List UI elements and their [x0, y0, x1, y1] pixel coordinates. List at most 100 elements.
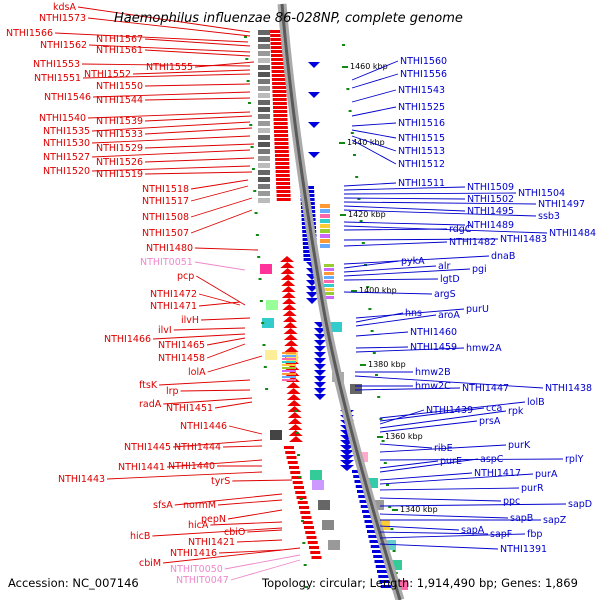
- gene-label-tyrs: tyrS: [211, 476, 230, 487]
- gene-block: [377, 570, 389, 573]
- minor-tick: [251, 168, 255, 170]
- leader-line: [355, 346, 409, 349]
- gene-block: [258, 100, 270, 105]
- gene-label-nthi1512: NTHI1512: [398, 159, 445, 170]
- minor-tick: [257, 256, 261, 258]
- gene-label-nthi1459: NTHI1459: [410, 342, 457, 353]
- reverse-gene-arrow: [306, 286, 318, 292]
- gene-label-nthi1446: NTHI1446: [180, 421, 227, 432]
- gene-label-purk: purK: [508, 440, 531, 451]
- gene-block: [262, 318, 274, 328]
- gene-block: [324, 268, 334, 271]
- minor-tick: [250, 146, 254, 148]
- tick-mark: [342, 66, 348, 68]
- gene-block: [272, 86, 287, 89]
- minor-tick: [295, 432, 299, 434]
- minor-tick: [247, 102, 251, 104]
- gene-label-nthi1439: NTHI1439: [426, 405, 473, 416]
- leader-line: [55, 32, 249, 43]
- gene-block: [276, 190, 291, 193]
- minor-tick: [298, 476, 302, 478]
- gene-block: [318, 500, 330, 510]
- reverse-gene-arrow: [314, 376, 326, 382]
- gene-block: [274, 130, 288, 133]
- gene-label-sapd: sapD: [568, 499, 592, 510]
- gene-block: [258, 44, 270, 49]
- forward-gene-arrow: [288, 424, 303, 430]
- gene-block: [273, 114, 288, 117]
- leader-line: [190, 209, 253, 234]
- gene-block: [258, 128, 270, 133]
- tick-label: 1400 kbp: [359, 286, 397, 295]
- gene-label-pure: purE: [440, 456, 462, 467]
- gene-block: [258, 58, 270, 63]
- leader-line: [343, 265, 437, 273]
- tick-mark: [377, 436, 383, 438]
- gene-label-nthit0051: NTHIT0051: [140, 257, 193, 268]
- minor-tick: [386, 484, 389, 486]
- gene-block: [274, 154, 289, 157]
- gene-label-sapa: sapA: [461, 525, 485, 536]
- gene-label-nthit0050: NTHIT0050: [170, 564, 223, 575]
- gene-block: [274, 150, 289, 153]
- gene-block: [258, 51, 270, 56]
- gene-label-rdgc: rdgC: [449, 224, 472, 235]
- reverse-gene-arrow: [314, 358, 326, 364]
- leader-line: [343, 241, 448, 247]
- gene-label-lola: lolA: [188, 367, 206, 378]
- gene-label-nthi1533: NTHI1533: [96, 129, 143, 140]
- gene-label-nthi1489: NTHI1489: [467, 220, 514, 231]
- gene-label-alr: alr: [438, 261, 450, 272]
- leader-line: [145, 83, 251, 87]
- leader-line: [224, 554, 301, 570]
- leader-line: [195, 247, 259, 251]
- gene-block: [330, 322, 342, 332]
- minor-tick: [297, 454, 301, 456]
- gene-label-hmw2b: hmw2B: [415, 367, 451, 378]
- leader-line: [77, 6, 251, 33]
- gene-block: [367, 530, 379, 533]
- forward-gene-arrow: [286, 394, 301, 400]
- gene-label-nthi1502: NTHI1502: [467, 194, 514, 205]
- gene-block: [271, 66, 286, 69]
- gene-block: [294, 486, 304, 489]
- gene-block: [258, 72, 270, 77]
- forward-gene-arrow: [286, 388, 301, 394]
- leader-line: [343, 197, 466, 200]
- gene-label-sapb: sapB: [510, 513, 533, 524]
- gene-label-pyka: pykA: [401, 256, 425, 267]
- gene-block: [320, 234, 330, 238]
- minor-tick: [346, 88, 350, 90]
- gene-block: [258, 163, 270, 168]
- forward-gene-arrow: [281, 292, 296, 298]
- minor-tick: [350, 132, 354, 134]
- gene-block: [258, 177, 270, 182]
- leader-line: [379, 410, 507, 429]
- gene-label-aroa: aroA: [438, 310, 460, 321]
- gene-block: [272, 94, 287, 97]
- minor-tick: [303, 564, 307, 566]
- gene-block: [320, 209, 330, 213]
- gene-label-hmw2a: hmw2A: [466, 343, 502, 354]
- leader-line: [227, 509, 283, 520]
- gene-label-nthit0047: NTHIT0047: [176, 575, 229, 586]
- gene-block: [270, 42, 285, 45]
- gene-label-nthi1471: NTHI1471: [150, 301, 197, 312]
- leader-line: [195, 61, 255, 68]
- leader-line: [351, 106, 397, 117]
- gene-label-hica: hicA: [188, 520, 209, 531]
- gene-block: [273, 118, 288, 121]
- gene-block: [368, 535, 381, 538]
- gene-label-nthi1567: NTHI1567: [96, 34, 143, 45]
- minor-tick: [381, 440, 385, 442]
- gene-block: [301, 516, 312, 519]
- leader-line: [145, 143, 255, 149]
- reverse-gene-arrow: [314, 370, 326, 376]
- gene-block: [289, 466, 299, 469]
- reverse-gene-arrow: [314, 364, 326, 370]
- gene-label-nthi1553: NTHI1553: [33, 59, 80, 70]
- forward-gene-arrow: [287, 400, 302, 406]
- leader-line: [163, 547, 301, 564]
- leader-line: [343, 182, 397, 187]
